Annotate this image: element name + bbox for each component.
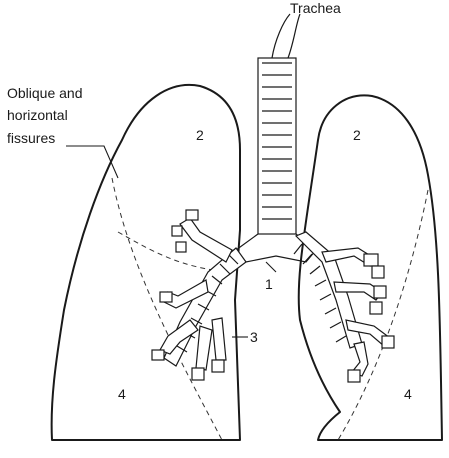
label-2-left: 2 xyxy=(196,127,204,144)
right-lung-outline xyxy=(52,85,240,440)
label-4-left: 4 xyxy=(118,386,126,403)
trachea-label: Trachea xyxy=(290,0,341,17)
fissures-label-line-1: Oblique and xyxy=(7,85,83,102)
label-4-right: 4 xyxy=(404,386,412,403)
fissures-label-line-2: horizontal xyxy=(7,107,68,124)
label-1-leader-line xyxy=(266,262,276,272)
left-lung-outline xyxy=(299,95,442,440)
label-2-right: 2 xyxy=(353,127,361,144)
trachea xyxy=(258,14,300,234)
fissures-label-line-3: fissures xyxy=(7,130,55,147)
label-3: 3 xyxy=(250,329,258,346)
label-1: 1 xyxy=(265,276,273,293)
